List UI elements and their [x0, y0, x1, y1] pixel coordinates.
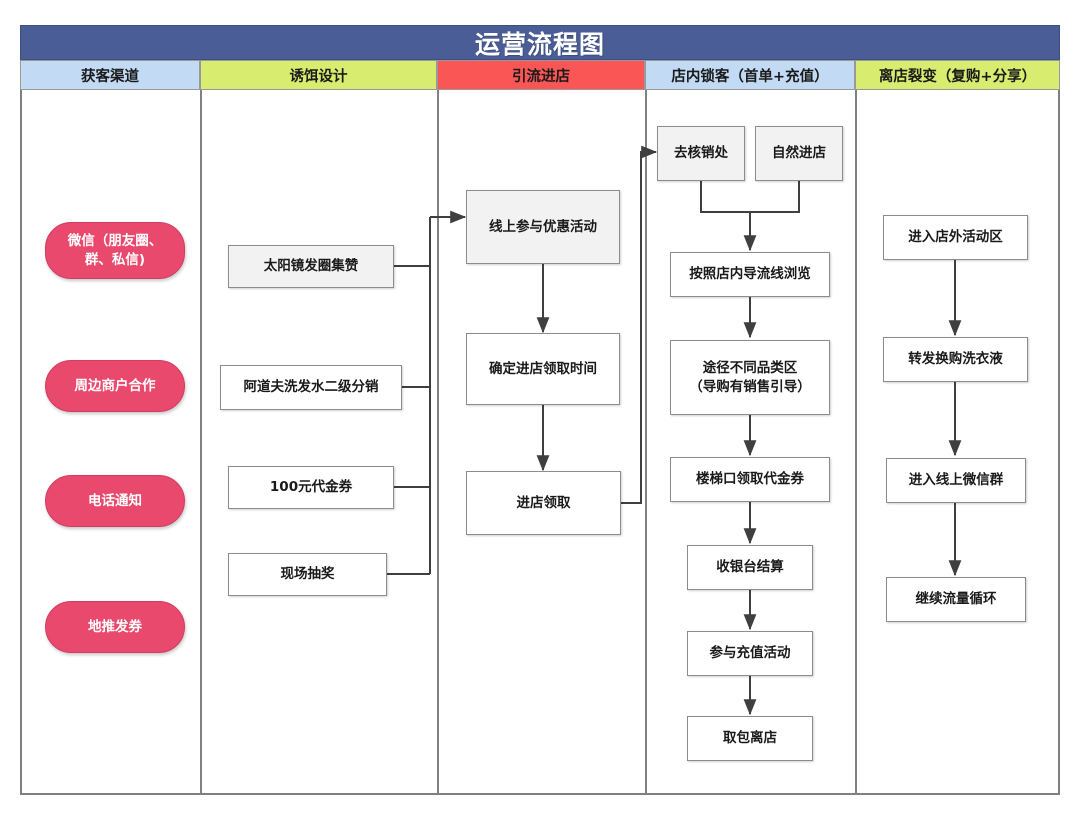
diagram-frame	[20, 25, 1060, 795]
instore-set-time[interactable]: 确定进店领取时间	[466, 333, 620, 405]
pill-label: 地推发券	[88, 618, 142, 635]
lockin-leave[interactable]: 取包离店	[687, 716, 813, 761]
bait-voucher[interactable]: 100元代金券	[228, 466, 394, 509]
lane-header-bait: 诱饵设计	[200, 60, 437, 90]
bait-sunglasses[interactable]: 太阳镜发圈集赞	[228, 245, 394, 288]
fission-loop[interactable]: 继续流量循环	[886, 577, 1026, 622]
lane-divider-2	[437, 90, 439, 795]
box-label: 阿道夫洗发水二级分销	[243, 379, 379, 396]
pill-label: 周边商户合作	[74, 377, 156, 394]
pill-label: 微信（朋友圈、群、私信)	[67, 233, 163, 268]
lane-divider-3	[645, 90, 647, 795]
box-label: 100元代金券	[269, 479, 353, 496]
bait-shampoo[interactable]: 阿道夫洗发水二级分销	[220, 365, 402, 410]
box-label: 楼梯口领取代金券	[696, 471, 804, 488]
lane-header-label: 诱饵设计	[289, 68, 348, 85]
lane-header-instore: 引流进店	[437, 60, 645, 90]
box-label: 转发换购洗衣液	[908, 351, 1003, 368]
box-label: 进入店外活动区	[908, 229, 1003, 246]
lane-header-label: 店内锁客（首单+充值）	[671, 68, 829, 85]
pill-ground[interactable]: 地推发券	[45, 601, 185, 653]
lockin-stairs[interactable]: 楼梯口领取代金券	[670, 457, 830, 502]
box-label: 按照店内导流线浏览	[689, 266, 811, 283]
box-label: 确定进店领取时间	[489, 360, 597, 377]
box-label: 途径不同品类区（导购有销售引导）	[689, 360, 811, 395]
diagram-title-bar: 运营流程图	[20, 25, 1060, 60]
box-label: 进入线上微信群	[908, 472, 1004, 489]
lockin-redeem[interactable]: 去核销处	[657, 126, 745, 181]
box-label: 现场抽奖	[280, 566, 335, 583]
box-label: 参与充值活动	[709, 645, 791, 662]
lane-header-lockin: 店内锁客（首单+充值）	[645, 60, 855, 90]
box-label: 取包离店	[723, 730, 777, 747]
box-label: 收银台结算	[716, 559, 784, 576]
lockin-checkout[interactable]: 收银台结算	[687, 545, 813, 590]
box-label: 线上参与优惠活动	[489, 218, 597, 235]
page-title: 运营流程图	[474, 29, 605, 59]
instore-online-join[interactable]: 线上参与优惠活动	[466, 190, 620, 264]
lane-divider-1	[200, 90, 202, 795]
box-label: 太阳镜发圈集赞	[263, 258, 359, 275]
box-label: 去核销处	[674, 145, 728, 162]
box-label: 自然进店	[772, 145, 826, 162]
box-label: 继续流量循环	[915, 591, 997, 608]
pill-merchants[interactable]: 周边商户合作	[45, 360, 185, 412]
lane-header-label: 引流进店	[512, 68, 570, 85]
box-label: 进店领取	[516, 494, 571, 511]
fission-wechat-group[interactable]: 进入线上微信群	[886, 458, 1026, 503]
instore-claim[interactable]: 进店领取	[466, 471, 621, 535]
lane-divider-4	[855, 90, 857, 795]
pill-wechat[interactable]: 微信（朋友圈、群、私信)	[45, 222, 185, 279]
fission-share-swap[interactable]: 转发换购洗衣液	[883, 337, 1028, 382]
lockin-walkin[interactable]: 自然进店	[755, 126, 843, 181]
bait-lottery[interactable]: 现场抽奖	[228, 553, 387, 596]
lane-header-label: 获客渠道	[81, 68, 139, 85]
fission-outside-zone[interactable]: 进入店外活动区	[883, 215, 1028, 260]
lockin-route[interactable]: 按照店内导流线浏览	[670, 252, 830, 297]
lockin-topup[interactable]: 参与充值活动	[687, 631, 813, 676]
lane-header-label: 离店裂变（复购+分享）	[878, 68, 1037, 85]
pill-phone[interactable]: 电话通知	[45, 475, 185, 527]
pill-label: 电话通知	[88, 492, 142, 509]
lockin-category[interactable]: 途径不同品类区（导购有销售引导）	[670, 340, 830, 415]
lane-header-fission: 离店裂变（复购+分享）	[855, 60, 1060, 90]
lane-header-acquisition: 获客渠道	[20, 60, 200, 90]
